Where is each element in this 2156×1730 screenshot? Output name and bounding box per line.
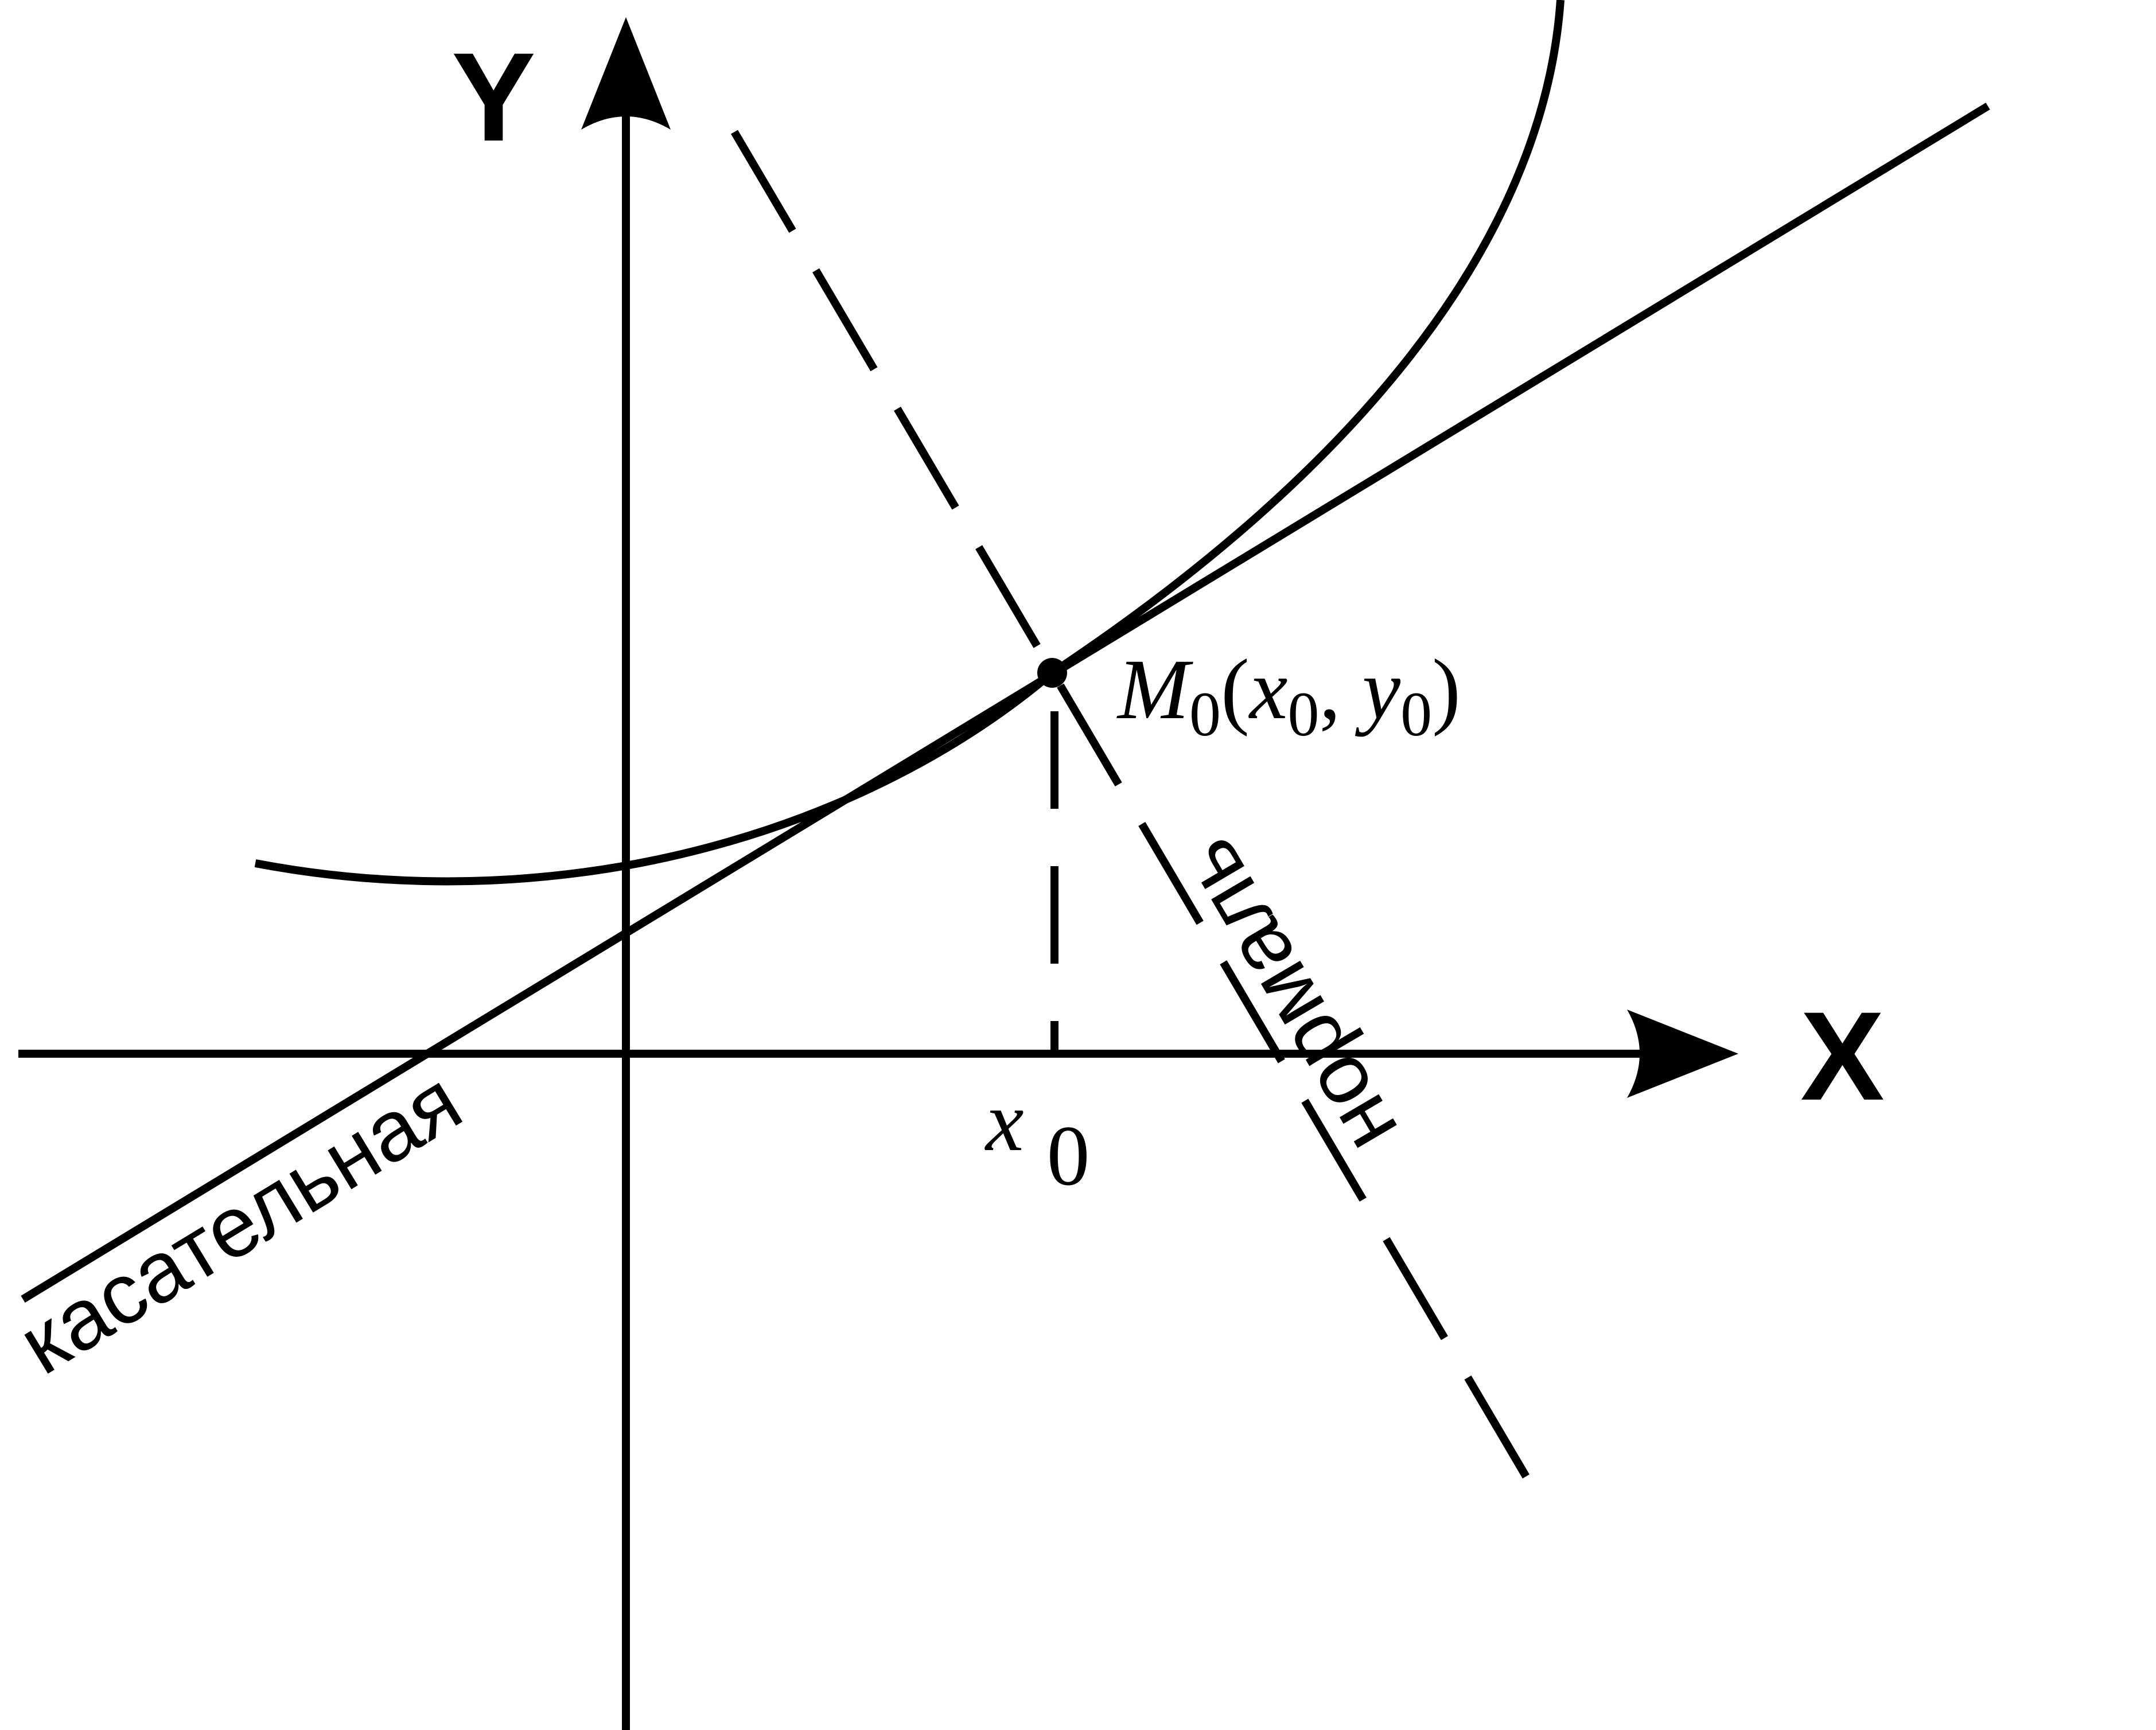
point-y-symbol: y [1355, 642, 1400, 737]
point-y-subscript: 0 [1400, 679, 1432, 749]
point-name: M [1116, 642, 1193, 737]
normal-line [730, 130, 1547, 1508]
point-close-paren: ) [1432, 642, 1461, 737]
x-axis-label: X [1800, 985, 1885, 1127]
x-axis-arrowhead [1627, 1010, 1738, 1098]
tangent-label: касательная [2, 1052, 477, 1393]
point-m0-label: M0(x0, y0) [1116, 642, 1461, 749]
y-axis-label: Y [452, 26, 536, 167]
point-x-symbol: x [1248, 642, 1288, 737]
y-axis-arrowhead [581, 17, 671, 130]
point-x-subscript: 0 [1287, 679, 1319, 749]
normal-label: нормаль [1157, 823, 1415, 1170]
x0-symbol: x [984, 1074, 1024, 1169]
x0-subscript: 0 [1047, 1108, 1090, 1203]
point-open-paren: ( [1221, 642, 1250, 737]
point-name-subscript: 0 [1189, 679, 1221, 749]
point-separator: , [1319, 642, 1362, 737]
point-m0-dot [1037, 658, 1067, 688]
tangent-line [21, 103, 1990, 1303]
